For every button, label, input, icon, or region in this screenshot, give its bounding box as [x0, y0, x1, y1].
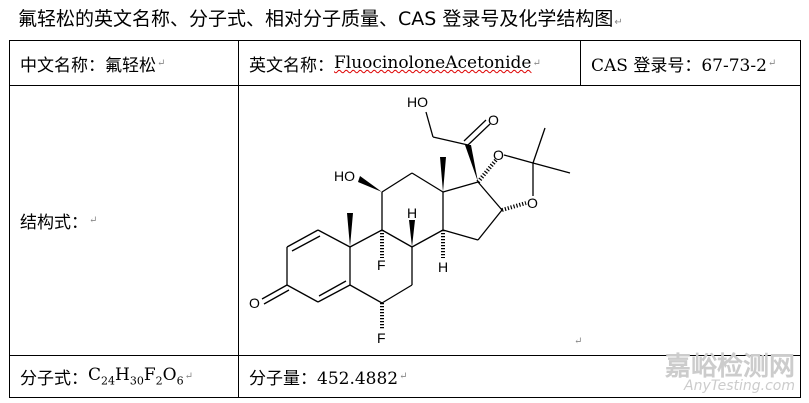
atom-ho-11: HO	[334, 168, 355, 184]
structure-label-cell: 结构式：↵	[9, 85, 239, 356]
atom-f9: F	[377, 257, 386, 273]
atom-o-ketone: O	[488, 112, 499, 128]
paragraph-mark: ↵	[157, 57, 166, 69]
en-name: FluocinoloneAcetonide	[334, 53, 532, 73]
atom-o3: O	[249, 295, 260, 311]
structure-cell: HO O O O HO H H F F O ↵	[238, 85, 801, 356]
paragraph-mark: ↵	[767, 57, 777, 69]
paragraph-mark: ↵	[89, 215, 98, 226]
paragraph-mark: ↵	[399, 371, 408, 382]
cn-name-cell: 中文名称：氟轻松↵	[9, 40, 239, 86]
en-name-label: 英文名称：	[249, 55, 334, 76]
atom-f6: F	[377, 330, 386, 346]
cas-cell: CAS 登录号：67-73-2↵	[580, 40, 801, 86]
paragraph-mark: ↵	[574, 336, 583, 347]
formula-cell: 分子式：C24H30F2O6↵	[9, 355, 239, 398]
paragraph-mark: ↵	[532, 57, 541, 69]
atom-ho-top: HO	[407, 94, 428, 110]
paragraph-mark: ↵	[614, 17, 623, 28]
watermark-cn: 嘉峪检测网	[664, 352, 795, 382]
structure-label: 结构式：	[20, 213, 88, 233]
en-name-cell: 英文名称：FluocinoloneAcetonide↵	[238, 40, 581, 86]
atom-h14: H	[438, 259, 448, 275]
document-title: 氟轻松的英文名称、分子式、相对分子质量、CAS 登录号及化学结构图↵	[18, 4, 623, 31]
formula-label: 分子式：	[20, 369, 88, 389]
mw-cell: 分子量：452.4882↵	[238, 355, 801, 398]
title-text: 氟轻松的英文名称、分子式、相对分子质量、CAS 登录号及化学结构图	[18, 8, 614, 30]
cn-name: 中文名称：氟轻松	[20, 55, 156, 76]
atom-o-ring2: O	[527, 195, 538, 211]
molecular-formula: C24H30F2O6	[88, 365, 184, 388]
watermark-en: AnyTesting.com	[684, 378, 795, 394]
atom-h8: H	[407, 205, 417, 221]
molecular-weight: 分子量：452.4882	[249, 369, 399, 389]
atom-o-ring1: O	[493, 147, 504, 163]
chemical-structure: HO O O O HO H H F F O	[249, 94, 571, 346]
cas-number: CAS 登录号：67-73-2	[591, 55, 767, 76]
paragraph-mark: ↵	[184, 371, 193, 382]
